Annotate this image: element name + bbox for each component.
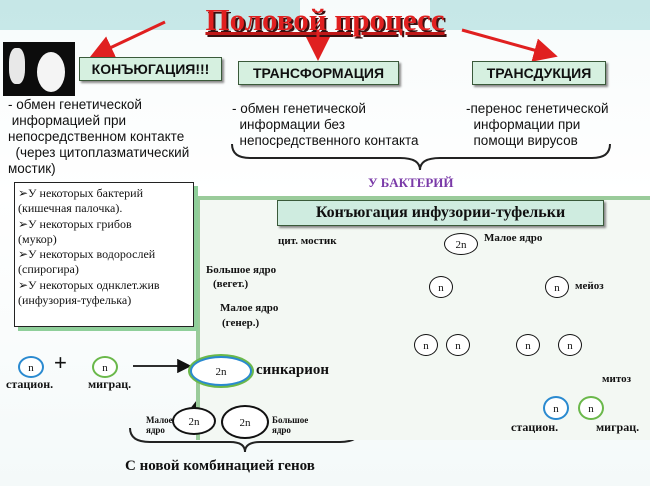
mitosis-label: митоз [602,373,632,385]
transformation-desc-line: непосредственного контакта [232,133,419,148]
example-line: (мукор) [18,231,57,246]
node-value: n [102,362,108,374]
macronucleus-label: Большое ядро [206,264,277,276]
node-value: 2n [215,366,227,378]
node-value: n [588,403,594,415]
transduction-desc-line: помощи вирусов [466,133,578,148]
node-value: n [525,340,531,352]
fusion-migratory-label: миграц. [88,377,132,391]
transduction-desc-line: -перенос генетической [466,101,609,116]
caption-line: Большое [272,415,309,425]
node-value: n [28,362,34,374]
caption-line: ядро [272,425,291,435]
node-value: n [455,340,461,352]
transformation-box: ТРАНСФОРМАЦИЯ [238,61,399,85]
scheme-node-n: n [545,276,569,298]
node-value: n [567,340,573,352]
big-nucleus-caption: Большое ядро [272,415,308,435]
stationary-node: n [543,396,569,420]
small-nucleus-node: 2n [172,407,216,435]
caption-line: Малое [146,415,173,425]
conjugation-desc-line: - обмен генетической [8,97,142,112]
transduction-description: -перенос генетической информации при пом… [466,101,646,149]
scheme-node-n: n [414,334,438,356]
ciliate-panel [196,196,650,440]
synkaryon-label: синкарион [256,362,329,378]
bacteria-bracket [231,143,611,171]
transduction-box: ТРАНСДУКЦИЯ [472,61,606,85]
ciliate-conjugation-box: Конъюгация инфузории-туфельки [277,200,604,226]
node-value: 2n [455,239,467,251]
result-bracket [129,427,361,453]
stationary-label: стацион. [511,420,559,434]
conjugation-desc-line: мостик) [8,161,56,176]
scheme-node-2n: 2n [444,233,478,255]
arrow-title-to-conjugation [89,20,166,59]
scheme-node-n: n [558,334,582,356]
scheme-node-n: n [446,334,470,356]
arrow-title-to-transduction [461,28,558,62]
node-value: 2n [239,417,251,429]
page-title: Половой процесс [205,2,445,37]
conjugation-box: КОНЪЮГАЦИЯ!!! [79,57,222,81]
result-caption: С новой комбинацией генов [125,458,315,474]
transformation-desc-line: - обмен генетической [232,101,366,116]
node-value: n [423,340,429,352]
macronucleus-sub-label: (вегет.) [213,278,249,290]
transformation-desc-line: информации без [232,117,345,132]
small-nucleus-caption: Малое ядро [146,415,173,435]
small-nucleus-label: Малое ядро [484,232,543,244]
conjugation-desc-line: непосредственном контакте [8,129,185,144]
fusion-migratory-node: n [92,356,118,378]
title-banner-right [430,0,650,30]
scheme-node-n: n [516,334,540,356]
micronucleus-label: Малое ядро [220,302,279,314]
example-line: ➢У некоторых бактерий [18,186,144,200]
example-line: (спирогира) [18,262,79,277]
synkaryon-node: 2n [190,356,252,386]
big-nucleus-node: 2n [221,405,269,439]
example-line: (инфузория-туфелька) [18,293,132,308]
fusion-stationary-label: стацион. [6,377,54,391]
bridge-label: цит. мостик [278,235,337,247]
example-line: ➢У некоторых грибов [18,216,132,231]
examples-box: ➢У некоторых бактерий (кишечная палочка)… [14,182,194,327]
example-line: (кишечная палочка). [18,201,123,216]
node-value: n [438,282,444,294]
fusion-stationary-node: n [18,356,44,378]
node-value: 2n [188,416,200,428]
conjugation-description: - обмен генетической информацией при неп… [8,97,223,177]
node-value: n [554,282,560,294]
conjugation-desc-line: информацией при [8,113,127,128]
scheme-node-n: n [429,276,453,298]
organism-photo [3,42,75,96]
example-line: ➢У некоторых однклет.жив [18,277,160,292]
node-value: n [553,403,559,415]
title-banner-left [0,0,300,30]
bacteria-label: У БАКТЕРИЙ [368,175,454,190]
conjugation-desc-line: (через цитоплазматический [8,145,190,160]
migratory-node: n [578,396,604,420]
example-line: ➢У некоторых водорослей [18,247,156,262]
transformation-description: - обмен генетической информации без непо… [232,101,442,149]
migratory-label: миграц. [596,420,640,434]
caption-line: ядро [146,425,165,435]
meiosis-label: мейоз [575,280,604,292]
micronucleus-sub-label: (генер.) [222,317,260,329]
transduction-desc-line: информации при [466,117,581,132]
plus-sign: + [54,350,67,375]
